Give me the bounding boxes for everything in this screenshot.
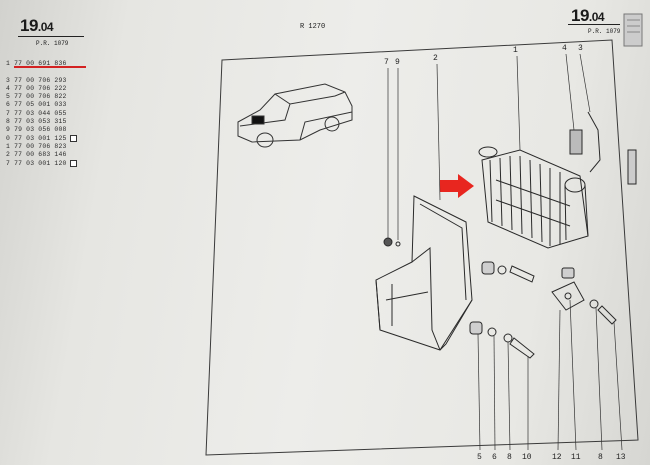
part-number-row: 5 77 00 706 822 — [6, 93, 77, 101]
part-number-row: 8 77 03 053 315 — [6, 118, 77, 126]
section-underline-right — [568, 24, 620, 25]
part-number-row: 0 77 03 001 125 — [6, 134, 77, 143]
part-number-text: 1 77 00 706 823 — [6, 143, 67, 151]
callout-label: 8 — [598, 453, 603, 462]
figure-reference: R 1270 — [300, 23, 326, 31]
part-number-row: 1 77 00 706 823 — [6, 143, 77, 151]
leader-lines — [387, 53, 623, 451]
callout-label: 8 — [507, 453, 512, 462]
box-marker-icon — [69, 134, 77, 142]
section-number-left: 19.04 — [20, 16, 54, 35]
box-marker-icon — [69, 159, 77, 167]
corner-tab-icon — [623, 13, 643, 47]
pr-reference-left: P.R. 1079 — [36, 40, 69, 47]
callout-label: 1 — [513, 46, 518, 55]
section-underline-left — [18, 36, 84, 37]
callout-label: 2 — [433, 54, 438, 63]
part-number-text: 3 77 00 706 293 — [6, 76, 67, 84]
part-number-row: 1 77 00 691 836 — [6, 60, 77, 68]
part-number-text: 0 77 03 001 125 — [6, 134, 67, 142]
callout-label: 11 — [571, 453, 581, 462]
callout-labels-top: 7 9 2 1 4 3 — [384, 44, 583, 67]
callout-label: 12 — [552, 453, 562, 462]
car-icon — [237, 83, 353, 148]
section-number-right: 19.04 — [571, 6, 605, 25]
radiator-core — [478, 146, 589, 249]
pr-reference-right: P.R. 1079 — [588, 28, 621, 35]
callout-label: 10 — [522, 453, 532, 462]
part-number-text: 1 77 00 691 836 — [6, 60, 67, 67]
part-number-text: 7 77 03 044 055 — [6, 109, 67, 117]
part-number-text: 9 79 03 056 008 — [6, 126, 67, 134]
part-number-row: 3 77 00 706 293 — [6, 77, 77, 85]
callout-label: 13 — [616, 453, 626, 462]
highlight-arrow-icon — [440, 174, 474, 198]
part-number-row: 6 77 05 001 033 — [6, 101, 77, 109]
callout-label: 6 — [492, 453, 497, 462]
part-number-row: 7 77 03 001 120 — [6, 159, 77, 168]
highlight-underline — [14, 66, 86, 68]
part-number-row: 7 77 03 044 055 — [6, 110, 77, 118]
part-number-text: 6 77 05 001 033 — [6, 101, 67, 109]
air-duct-shroud — [375, 195, 473, 351]
callout-label: 5 — [477, 453, 482, 462]
part-number-row: 9 79 03 056 008 — [6, 126, 77, 134]
part-number-text: 7 77 03 001 120 — [6, 159, 67, 167]
fasteners — [383, 237, 617, 359]
callout-label: 9 — [395, 58, 400, 67]
callout-label: 3 — [578, 44, 583, 53]
part-number-row: 4 77 00 706 222 — [6, 85, 77, 93]
part-number-row: 2 77 00 683 146 — [6, 151, 77, 159]
part-number-text: 5 77 00 706 822 — [6, 93, 67, 101]
part-number-text: 2 77 00 683 146 — [6, 151, 67, 159]
mounting-bracket — [569, 111, 637, 185]
callout-labels-bottom: 5 6 8 10 12 11 8 13 — [477, 453, 626, 462]
figure-frame — [205, 39, 639, 456]
callout-label: 4 — [562, 44, 567, 53]
part-number-text: 8 77 03 053 315 — [6, 118, 67, 126]
callout-label: 7 — [384, 58, 389, 67]
part-number-text: 4 77 00 706 222 — [6, 84, 67, 92]
